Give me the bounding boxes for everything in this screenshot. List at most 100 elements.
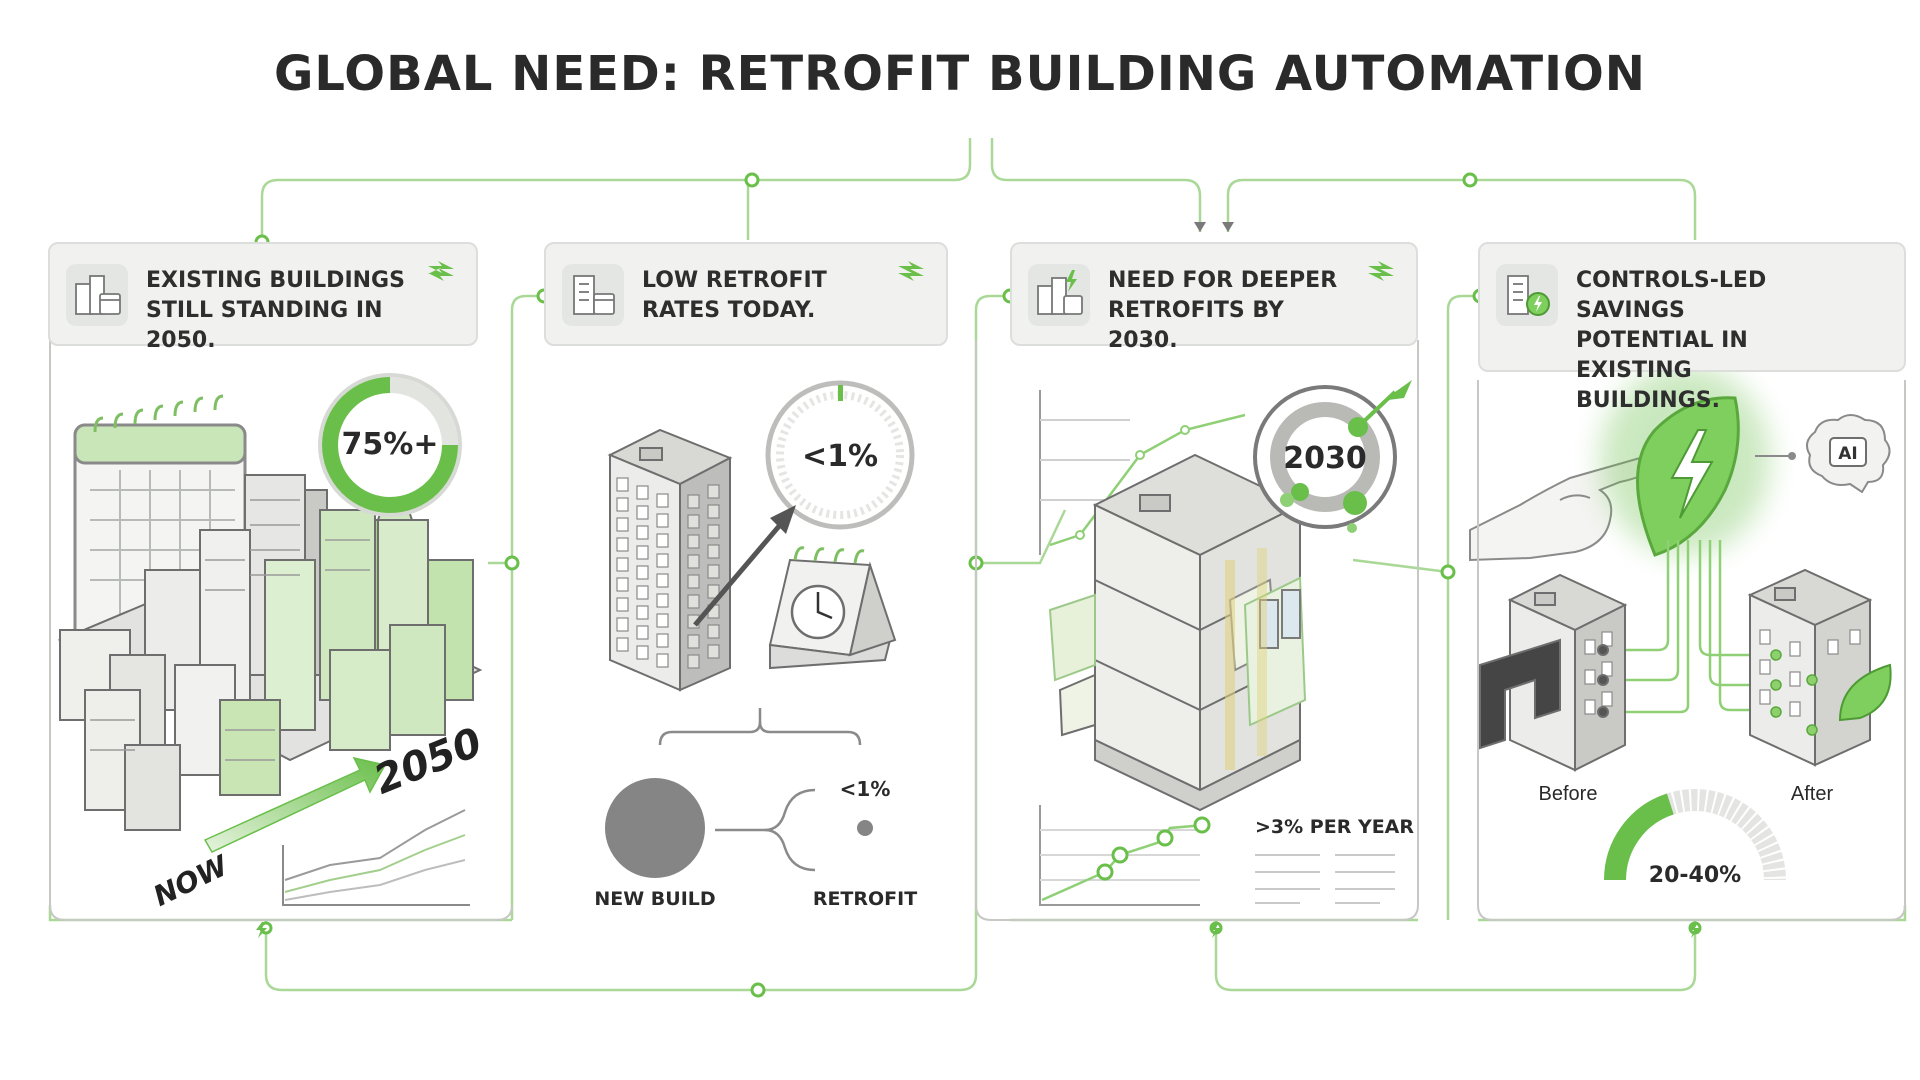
window <box>636 545 649 560</box>
target-year: 2030 <box>1283 441 1367 476</box>
before-label: Before <box>1539 783 1598 805</box>
window <box>687 594 700 609</box>
window <box>707 584 720 599</box>
panel-frames <box>49 340 1906 921</box>
window <box>656 493 669 508</box>
window <box>636 585 649 600</box>
retrofit-circle <box>857 820 873 836</box>
ai-brain-icon: AI <box>1755 414 1891 494</box>
after-label: After <box>1791 783 1834 805</box>
ai-label: AI <box>1838 444 1857 464</box>
bolt-icon <box>1368 261 1394 281</box>
window <box>616 577 629 592</box>
calendar-clock-illustration <box>768 546 897 670</box>
bolt-icon <box>898 261 924 281</box>
connector-node <box>1440 564 1456 580</box>
page-title: GLOBAL NEED: RETROFIT BUILDING AUTOMATIO… <box>274 46 1646 102</box>
window <box>616 497 629 512</box>
energy-leaf-icon <box>1600 365 1770 557</box>
window <box>656 633 669 648</box>
building-calendar-icon <box>562 264 624 326</box>
window <box>687 514 700 529</box>
window <box>656 573 669 588</box>
window <box>687 634 700 649</box>
window <box>636 645 649 660</box>
mini-line-chart <box>282 809 470 906</box>
window <box>687 574 700 589</box>
buildings-bolt-icon <box>1028 264 1090 326</box>
new-build-circle <box>605 778 705 878</box>
target-2030: 2030 <box>1253 380 1412 533</box>
window <box>707 484 720 499</box>
tower-building-illustration <box>607 428 733 692</box>
new-build-label: NEW BUILD <box>594 888 715 910</box>
gauge-value: <1% <box>802 439 878 474</box>
window <box>656 593 669 608</box>
savings-gauge: 20-40% <box>1604 789 1786 888</box>
cutaway-building-illustration <box>1048 453 1307 812</box>
trend-chart-bottom <box>1039 805 1395 906</box>
window <box>616 517 629 532</box>
window <box>616 597 629 612</box>
gauge-fill <box>322 377 458 513</box>
window <box>616 557 629 572</box>
panel-existing-buildings: 75%+ 2050 NOW <box>57 373 489 913</box>
after-building-illustration <box>1747 568 1892 767</box>
connector-node <box>1462 172 1478 188</box>
window <box>656 653 669 668</box>
window <box>636 605 649 620</box>
before-building-illustration <box>1479 573 1628 772</box>
window <box>707 544 720 559</box>
gauge-value: 75%+ <box>342 427 439 462</box>
gauge-75-percent: 75%+ <box>318 373 462 517</box>
window <box>707 644 720 659</box>
window <box>707 564 720 579</box>
window <box>687 654 700 669</box>
window <box>707 504 720 519</box>
window <box>687 494 700 509</box>
window <box>707 524 720 539</box>
panel-low-retrofit: <1% <1% NEW BUILD RETROFIT <box>594 380 917 910</box>
city-buildings-illustration <box>57 466 483 831</box>
window <box>656 553 669 568</box>
connector-node <box>504 555 520 571</box>
window <box>616 617 629 632</box>
window <box>616 477 629 492</box>
window <box>656 513 669 528</box>
window <box>636 485 649 500</box>
connector-node <box>750 982 766 998</box>
connector-node <box>744 172 760 188</box>
window <box>656 533 669 548</box>
window <box>656 613 669 628</box>
window <box>636 505 649 520</box>
panel-controls-savings: AI <box>1469 365 1892 888</box>
retrofit-label: RETROFIT <box>813 888 917 910</box>
frame-bolt-marks <box>256 922 1700 938</box>
control-wires <box>1605 540 1775 714</box>
growth-arrow <box>693 505 796 627</box>
window <box>616 537 629 552</box>
window <box>707 624 720 639</box>
window <box>687 534 700 549</box>
window <box>616 637 629 652</box>
window <box>636 525 649 540</box>
now-label: NOW <box>148 849 234 913</box>
gauge-under-1-percent: <1% <box>765 380 915 530</box>
panel-deeper-retrofits: 2030 >3% PER YEAR <box>1039 380 1414 906</box>
window <box>636 565 649 580</box>
branch-bracket <box>658 708 862 872</box>
window <box>687 554 700 569</box>
retrofit-share-value: <1% <box>840 777 891 801</box>
building-energy-icon <box>1496 264 1558 326</box>
bolt-icon <box>428 261 454 281</box>
savings-gauge-fill <box>1604 793 1675 881</box>
